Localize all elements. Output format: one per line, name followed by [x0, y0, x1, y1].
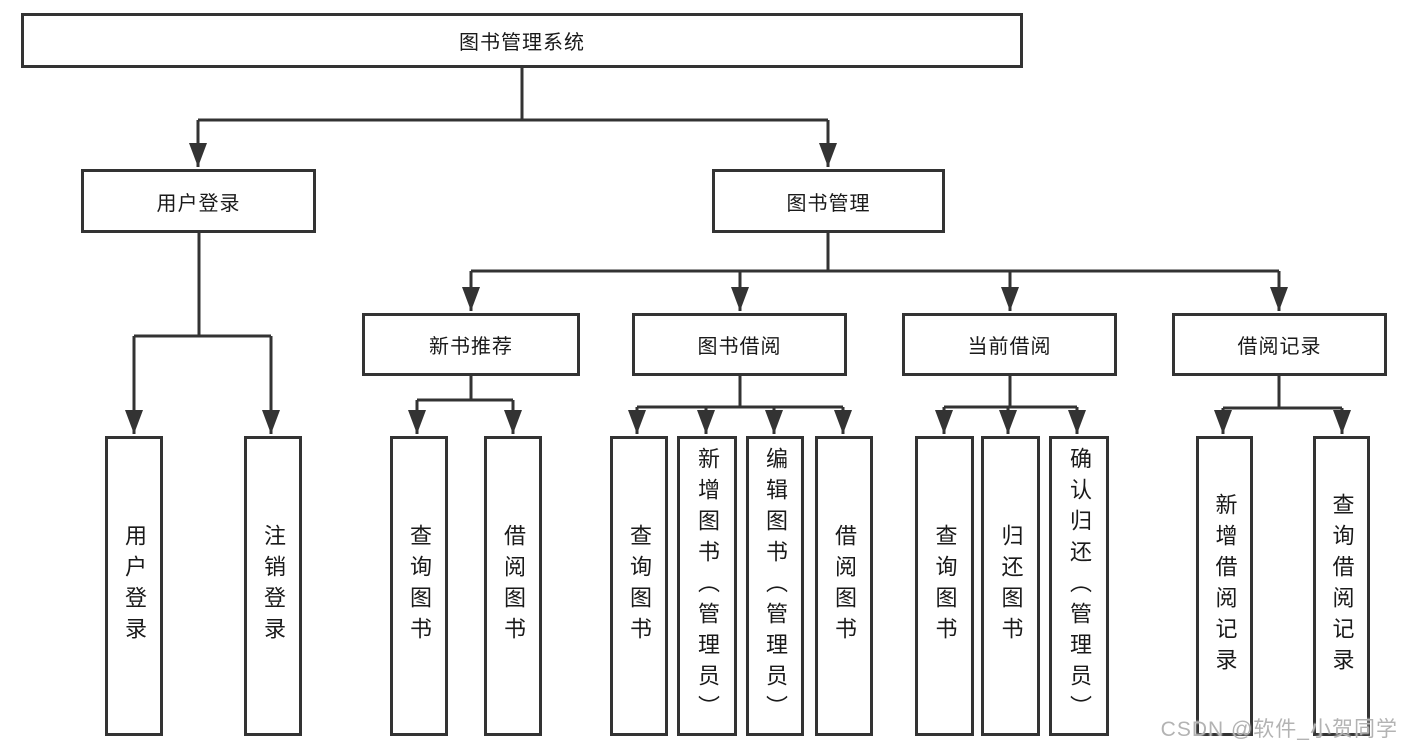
node-user-login: 用户登录	[81, 169, 316, 233]
leaf-bb-borrow-books: 借阅图书	[815, 436, 873, 736]
leaf-user-login-label: 用户登录	[122, 524, 147, 648]
leaf-nbr-borrow-books: 借阅图书	[484, 436, 542, 736]
csdn-watermark: CSDN @软件_小贺同学	[1160, 718, 1398, 741]
leaf-cb-confirm-return-admin: 确认归还（管理员）	[1049, 436, 1109, 736]
node-current-borrowing: 当前借阅	[902, 313, 1117, 376]
leaf-bb-add-books-admin-label: 新增图书（管理员）	[695, 446, 720, 726]
node-book-borrowing-label: 图书借阅	[697, 336, 782, 358]
leaf-user-login: 用户登录	[105, 436, 163, 736]
leaf-bb-borrow-books-label: 借阅图书	[832, 524, 857, 648]
leaf-br-add-record-label: 新增借阅记录	[1212, 493, 1238, 679]
leaf-cb-query-books-label: 查询图书	[932, 524, 958, 648]
node-user-login-label: 用户登录	[156, 192, 241, 215]
leaf-bb-add-books-admin: 新增图书（管理员）	[677, 436, 737, 736]
node-root: 图书管理系统	[21, 13, 1023, 68]
leaf-nbr-query-books-label: 查询图书	[407, 524, 432, 648]
node-current-borrowing-label: 当前借阅	[967, 336, 1052, 358]
node-root-label: 图书管理系统	[459, 32, 585, 54]
node-new-book-recommend-label: 新书推荐	[429, 336, 513, 358]
node-borrow-records: 借阅记录	[1172, 313, 1387, 376]
node-book-management: 图书管理	[712, 169, 945, 233]
leaf-logout-label: 注销登录	[261, 524, 286, 648]
leaf-cb-return-books: 归还图书	[981, 436, 1040, 736]
leaf-bb-edit-books-admin-label: 编辑图书（管理员）	[763, 446, 788, 726]
leaf-br-add-record: 新增借阅记录	[1196, 436, 1253, 736]
node-borrow-records-label: 借阅记录	[1237, 336, 1322, 358]
leaf-bb-query-books: 查询图书	[610, 436, 668, 736]
leaf-bb-query-books-label: 查询图书	[627, 524, 652, 648]
leaf-bb-edit-books-admin: 编辑图书（管理员）	[746, 436, 804, 736]
leaf-nbr-borrow-books-label: 借阅图书	[501, 524, 526, 648]
leaf-logout: 注销登录	[244, 436, 302, 736]
leaf-br-query-record: 查询借阅记录	[1313, 436, 1370, 736]
node-new-book-recommend: 新书推荐	[362, 313, 580, 376]
leaf-br-query-record-label: 查询借阅记录	[1329, 493, 1355, 679]
leaf-cb-query-books: 查询图书	[915, 436, 974, 736]
node-book-borrowing: 图书借阅	[632, 313, 847, 376]
leaf-cb-confirm-return-admin-label: 确认归还（管理员）	[1067, 446, 1092, 726]
node-book-management-label: 图书管理	[786, 192, 871, 215]
leaf-cb-return-books-label: 归还图书	[998, 524, 1024, 648]
leaf-nbr-query-books: 查询图书	[390, 436, 448, 736]
